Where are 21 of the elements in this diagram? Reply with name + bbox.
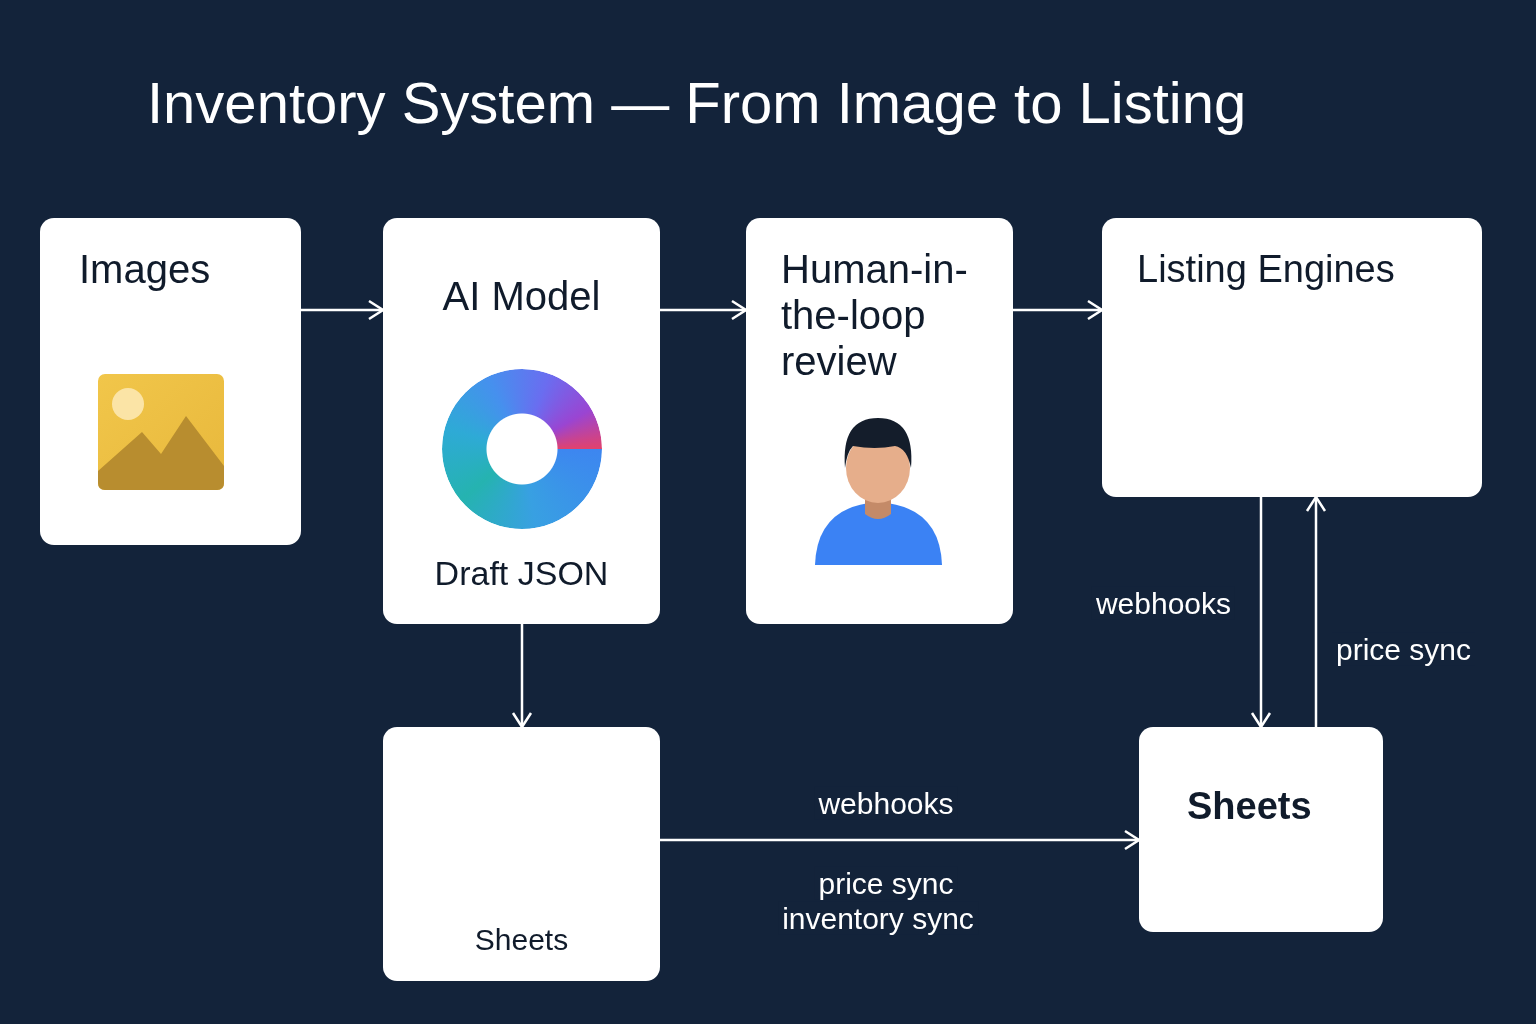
node-label: Draft JSON bbox=[434, 554, 609, 594]
arrow bbox=[660, 299, 748, 321]
node-title: Human-in-the-loop review bbox=[781, 246, 969, 384]
title: Inventory System — From Image to Listing bbox=[147, 69, 1247, 137]
process-box bbox=[746, 218, 1013, 624]
node-title: Sheets bbox=[474, 923, 569, 958]
process-box bbox=[383, 727, 660, 981]
node-title: Images bbox=[79, 246, 212, 292]
process-box bbox=[383, 218, 660, 624]
process-box bbox=[1102, 218, 1482, 497]
arrow bbox=[511, 624, 533, 729]
node-title: AI Model bbox=[442, 273, 601, 319]
process-box bbox=[1139, 727, 1383, 932]
arrow bbox=[301, 299, 385, 321]
node-title: Listing Engines bbox=[1137, 248, 1396, 292]
node-title: Sheets bbox=[1187, 785, 1313, 829]
arrow bbox=[660, 829, 1141, 851]
process-box bbox=[40, 218, 301, 545]
arrow bbox=[1013, 299, 1104, 321]
arrow bbox=[1250, 497, 1272, 729]
arrow bbox=[1305, 495, 1327, 727]
